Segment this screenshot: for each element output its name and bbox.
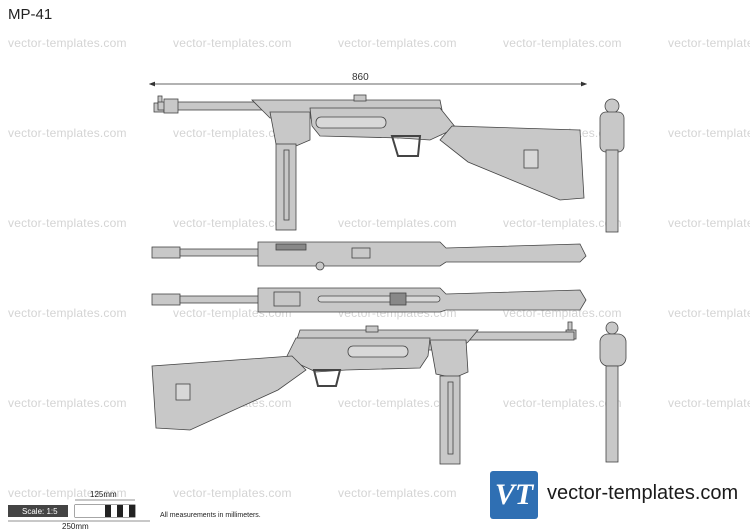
- front-view-receiver: [599, 111, 625, 153]
- rear-view-sight: [605, 321, 619, 335]
- watermark-text: vector-templates.com: [8, 216, 127, 230]
- receiver-slot: [347, 345, 409, 358]
- dimension-label: 860: [352, 72, 369, 83]
- watermark-text: vector-templates.com: [173, 36, 292, 50]
- top-view-bolt: [275, 243, 307, 251]
- watermark-text: vector-templates.com: [668, 36, 750, 50]
- watermark-text: vector-templates.com: [668, 216, 750, 230]
- scale-bar: [8, 499, 150, 522]
- top-view-catch: [315, 261, 325, 271]
- page-title: MP-41: [8, 6, 53, 23]
- top-view-sight: [351, 247, 371, 259]
- top-view-body: [257, 241, 587, 267]
- bottom-view-barrel: [179, 295, 261, 304]
- scale-segment: [117, 505, 123, 517]
- rear-sight: [365, 325, 379, 333]
- brand-url[interactable]: vector-templates.com: [547, 482, 739, 504]
- brand-block[interactable]: VT vector-templates.com: [490, 471, 745, 521]
- watermark-text: vector-templates.com: [668, 396, 750, 410]
- watermark-text: vector-templates.com: [338, 216, 457, 230]
- watermark-text: vector-templates.com: [338, 36, 457, 50]
- top-view: [151, 241, 587, 271]
- watermark-text: vector-templates.com: [173, 126, 292, 140]
- top-view-muzzle: [151, 246, 181, 259]
- watermark-text: vector-templates.com: [8, 396, 127, 410]
- magazine-housing: [269, 111, 311, 147]
- rear-view: [599, 321, 627, 463]
- magazine-slot: [447, 381, 454, 455]
- bottom-view-slot: [317, 295, 441, 303]
- muzzle-guard: [163, 98, 179, 114]
- trigger-guard: [390, 135, 422, 157]
- bottom-view: [151, 287, 587, 313]
- watermark-text: vector-templates.com: [8, 36, 127, 50]
- watermark-text: vector-templates.com: [8, 486, 127, 500]
- watermark-text: vector-templates.com: [8, 126, 127, 140]
- watermark-text: vector-templates.com: [668, 126, 750, 140]
- stock: [151, 355, 307, 431]
- watermark-text: vector-templates.com: [338, 486, 457, 500]
- scale-top-label: 125mm: [90, 490, 117, 499]
- scale-bottom-label: 250mm: [62, 522, 89, 531]
- magazine-housing: [429, 339, 469, 379]
- front-sight-blade: [567, 321, 573, 331]
- bottom-view-magwell: [273, 291, 301, 307]
- scale-segment: [123, 505, 129, 517]
- top-view-barrel: [179, 248, 261, 257]
- scale-segment: [111, 505, 117, 517]
- rear-view-stock: [605, 365, 619, 463]
- magazine: [275, 143, 297, 231]
- side-view-right: [151, 321, 577, 465]
- watermark-text: vector-templates.com: [173, 216, 292, 230]
- stock: [439, 125, 585, 201]
- scale-segment: [75, 505, 105, 517]
- watermark-text: vector-templates.com: [8, 306, 127, 320]
- magazine-slot: [283, 149, 290, 221]
- watermark-text: vector-templates.com: [668, 306, 750, 320]
- stock-plate: [523, 149, 539, 169]
- scale-segment: [105, 505, 111, 517]
- scale-label-box: [8, 505, 68, 517]
- side-view-left: [153, 94, 585, 231]
- watermark-text: vector-templates.com: [503, 396, 622, 410]
- trigger-guard: [312, 369, 342, 387]
- watermark-text: vector-templates.com: [173, 486, 292, 500]
- watermark-text: vector-templates.com: [338, 396, 457, 410]
- rear-view-receiver: [599, 333, 627, 367]
- stock-plate: [175, 383, 191, 401]
- barrel: [459, 331, 575, 341]
- front-view-top: [599, 98, 625, 233]
- brand-logo: VT: [490, 471, 538, 519]
- front-view-magazine: [605, 149, 619, 233]
- watermark-text: vector-templates.com: [503, 36, 622, 50]
- scale-segment: [129, 505, 135, 517]
- bottom-view-trigger: [389, 292, 407, 306]
- receiver-slot: [315, 116, 387, 129]
- watermark-text: vector-templates.com: [503, 216, 622, 230]
- magazine: [439, 375, 461, 465]
- measurement-note: All measurements in millimeters.: [160, 512, 261, 519]
- bottom-view-muzzle: [151, 293, 181, 306]
- rear-sight: [353, 94, 367, 102]
- scale-label: Scale: 1:5: [22, 507, 58, 516]
- front-view-muzzle: [604, 98, 620, 114]
